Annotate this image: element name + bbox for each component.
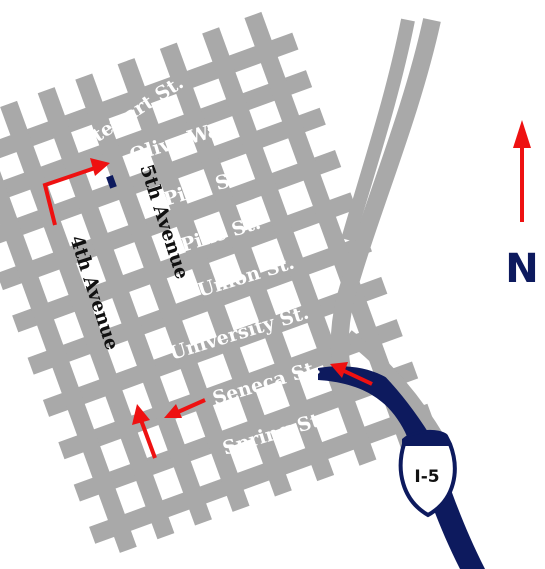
upper-ramp xyxy=(330,18,441,383)
street-segment xyxy=(0,107,326,248)
street-segment xyxy=(27,234,372,375)
freeway-ramp-light xyxy=(344,330,446,444)
street-segment xyxy=(0,70,313,211)
avenue-segment xyxy=(0,100,175,540)
north-arrow-icon xyxy=(513,120,531,222)
upper-ramp-2 xyxy=(341,18,415,242)
street-segment xyxy=(0,150,342,291)
interstate-shield-icon: I-5 xyxy=(398,429,457,518)
street-segment xyxy=(42,276,388,417)
highway-shield-label: I-5 xyxy=(414,467,439,487)
street-segment xyxy=(73,361,419,502)
destination-marker-icon xyxy=(106,174,117,189)
avenue-segment xyxy=(0,114,137,553)
route-arrow-icon xyxy=(42,158,373,459)
freeway-i5 xyxy=(318,366,485,569)
avenue-segment xyxy=(244,11,419,451)
street-segment xyxy=(12,192,357,333)
street-segment xyxy=(89,403,434,544)
avenue-segment xyxy=(75,73,250,512)
avenue-segment xyxy=(159,42,335,482)
street-segment xyxy=(0,32,299,173)
street-grid xyxy=(0,11,434,553)
north-label: N xyxy=(505,246,538,292)
avenue-segment xyxy=(117,58,292,497)
